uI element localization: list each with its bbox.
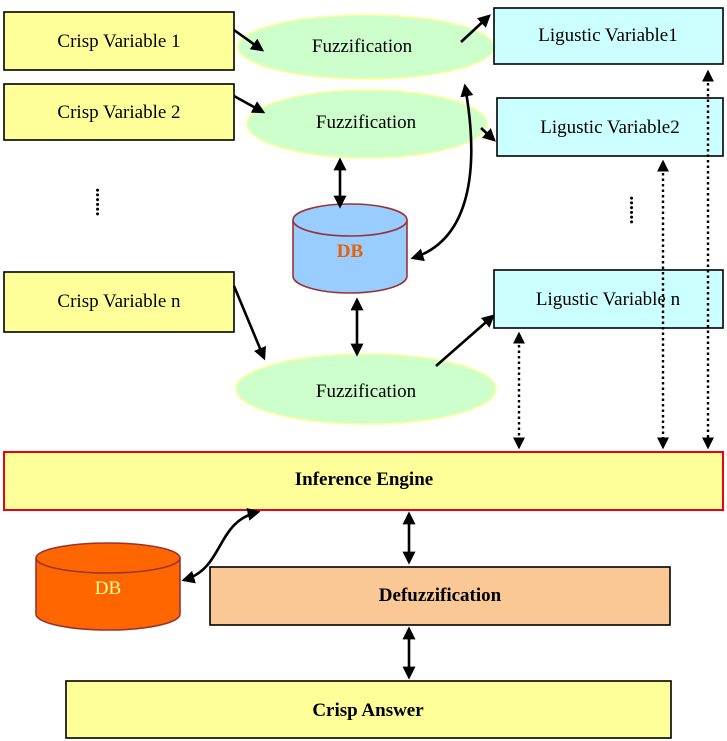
crisp-variable-1-label: Crisp Variable 1 — [57, 31, 180, 52]
linguistic-variable-1-label: Ligustic Variable1 — [538, 25, 677, 46]
database-cylinder-bottom: DB — [35, 542, 181, 631]
arrow-fuzz2-to-ling2 — [480, 127, 496, 142]
defuzzification-label: Defuzzification — [379, 585, 502, 606]
linguistic-variable-1-box: Ligustic Variable1 — [493, 7, 724, 65]
crisp-answer-label: Crisp Answer — [312, 700, 424, 721]
linguistic-variable-n-box: Ligustic Variable n — [493, 269, 724, 329]
fuzzification-label-2: Fuzzification — [316, 112, 417, 133]
crisp-variable-n-label: Crisp Variable n — [57, 291, 181, 312]
database-cylinder-top: DB — [292, 203, 408, 294]
crisp-variable-2-box: Crisp Variable 2 — [3, 83, 235, 141]
defuzzification-box: Defuzzification — [209, 566, 671, 626]
inference-engine-box: Inference Engine — [3, 451, 724, 511]
fuzzification-ellipse-2: Fuzzification — [246, 89, 488, 159]
linguistic-variable-2-box: Ligustic Variable2 — [496, 97, 724, 157]
inference-engine-label: Inference Engine — [295, 469, 433, 490]
arrow-fuzzn-to-lingn — [435, 314, 495, 367]
fuzzification-ellipse-n: Fuzzification — [235, 353, 497, 425]
arrow-fuzz1-to-ling1 — [460, 14, 491, 43]
database-label-bottom: DB — [95, 578, 121, 599]
ellipsis-dots-left: ...... — [91, 188, 112, 217]
arrow-db-inference-curve — [181, 508, 261, 584]
crisp-variable-2-label: Crisp Variable 2 — [57, 102, 180, 123]
crisp-variable-1-box: Crisp Variable 1 — [3, 11, 235, 71]
arrow-crisp2-to-fuzz2 — [233, 94, 266, 114]
arrow-db-fuzz1-curve — [410, 83, 474, 262]
crisp-variable-n-box: Crisp Variable n — [3, 271, 235, 333]
database-label-top: DB — [337, 241, 364, 262]
arrow-crispn-to-fuzzn — [232, 285, 266, 361]
linguistic-variable-2-label: Ligustic Variable2 — [540, 117, 679, 138]
arrow-crisp1-to-fuzz1 — [233, 28, 265, 52]
fuzzification-ellipse-1: Fuzzification — [237, 14, 495, 80]
crisp-answer-box: Crisp Answer — [65, 680, 672, 739]
ellipsis-dots-right: ...... — [625, 196, 646, 225]
fuzzification-label-n: Fuzzification — [316, 381, 417, 402]
linguistic-variable-n-label: Ligustic Variable n — [536, 289, 681, 310]
fuzzification-label-1: Fuzzification — [312, 36, 413, 57]
